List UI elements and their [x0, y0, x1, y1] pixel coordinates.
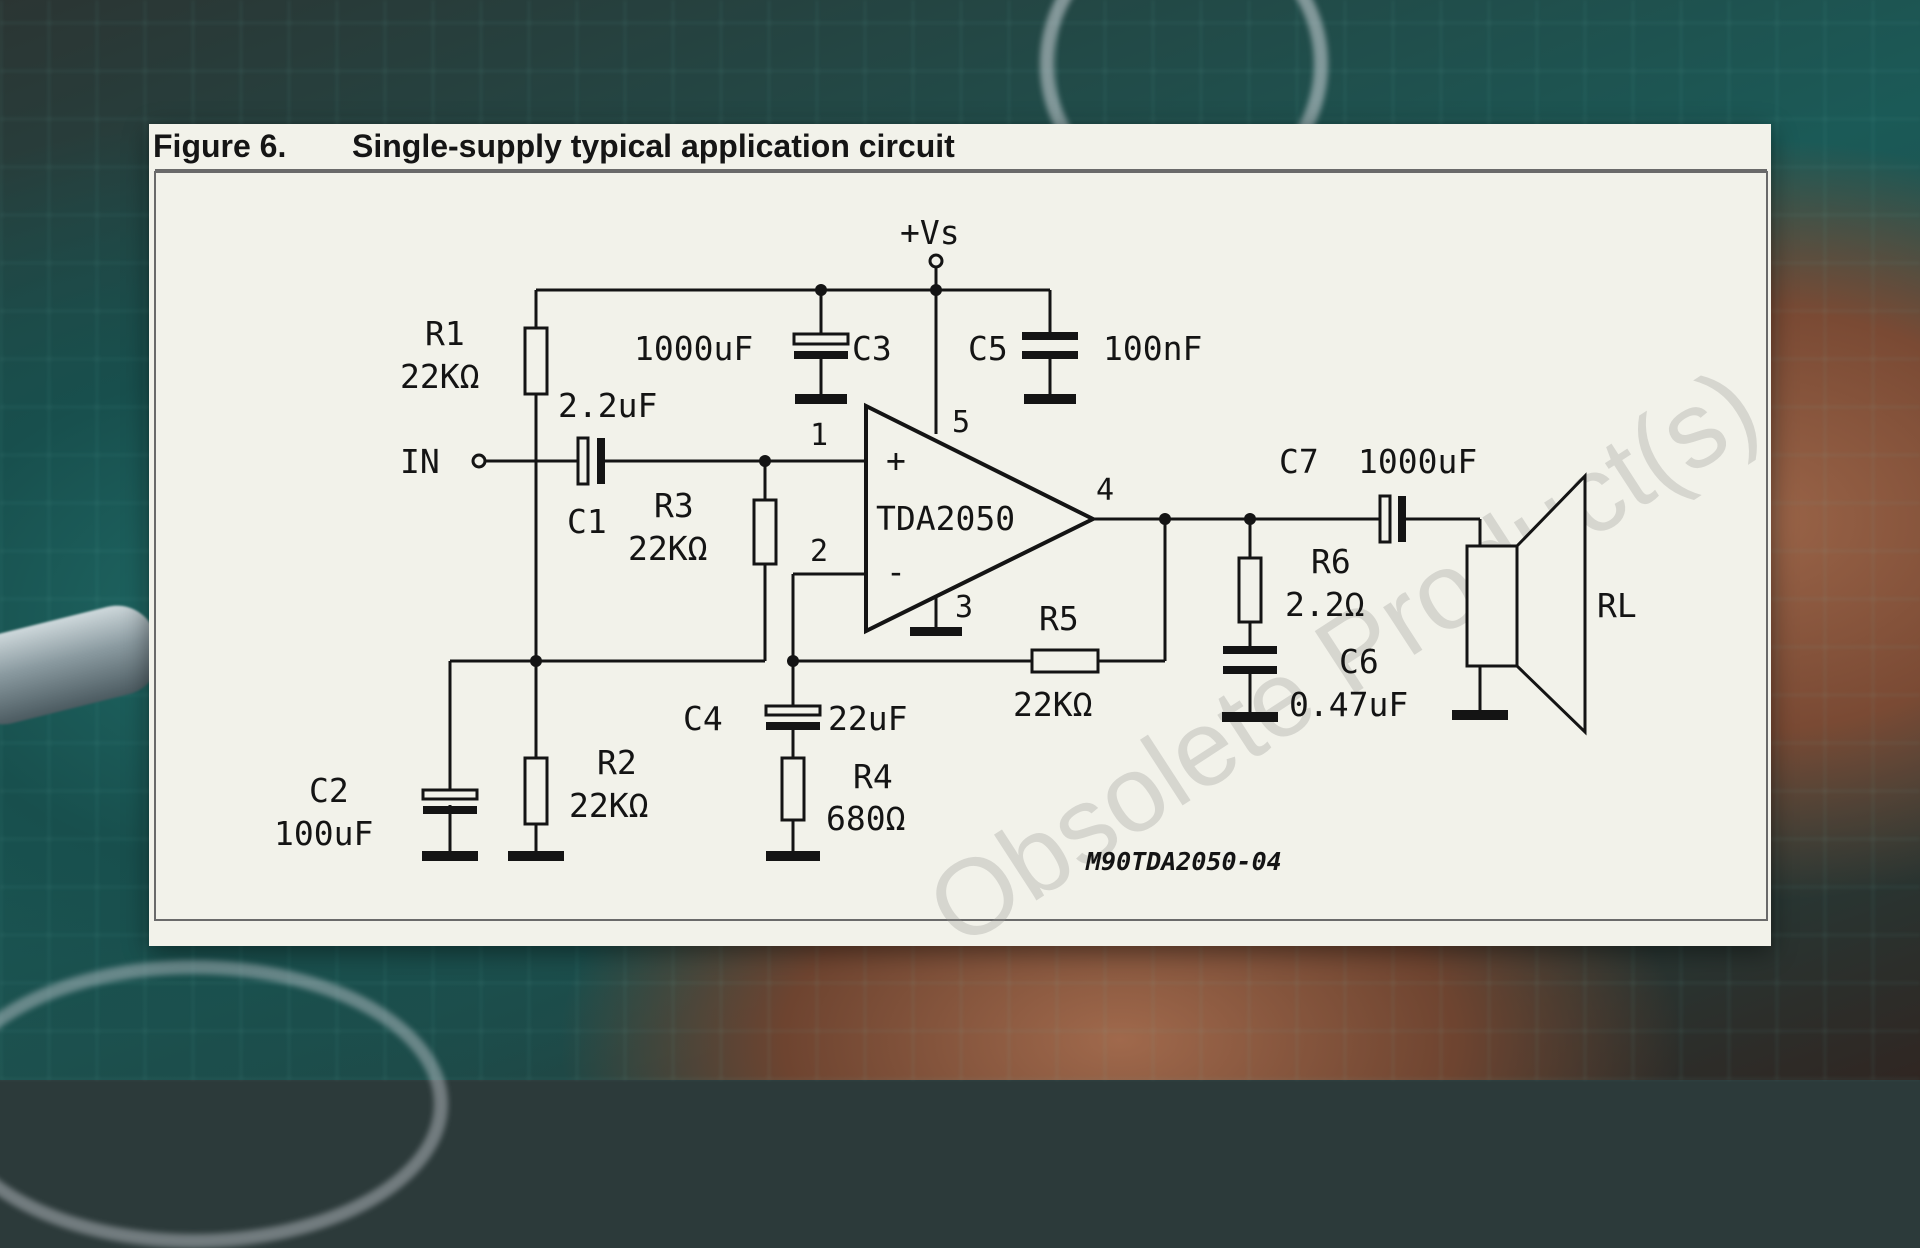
pin-3-label: 3: [955, 590, 973, 625]
c3-value: 1000uF: [634, 329, 753, 368]
input-terminal: [471, 453, 487, 469]
c7-name: C7: [1279, 442, 1319, 481]
r5-name: R5: [1039, 599, 1079, 638]
c2-name: C2: [309, 771, 349, 810]
pin-1-label: 1: [810, 418, 828, 453]
r6-value: 2.2Ω: [1285, 585, 1364, 624]
r3-name: R3: [654, 486, 694, 525]
capacitor-c4: [764, 704, 822, 730]
schematic-diagram: Obsolete Product(s): [154, 169, 1778, 969]
diagram-frame: [154, 171, 1768, 921]
resistor-r2: [523, 756, 549, 826]
c1-value: 2.2uF: [558, 386, 657, 425]
plus-input-label: +: [886, 441, 906, 480]
figure-number: Figure 6.: [153, 128, 287, 164]
r5-value: 22KΩ: [1013, 685, 1092, 724]
load-label: RL: [1597, 586, 1637, 625]
wires: [448, 262, 1482, 852]
c6-name: C6: [1339, 642, 1379, 681]
capacitor-c6: [1223, 646, 1277, 674]
vs-terminal: [928, 253, 944, 269]
pin-4-label: 4: [1096, 473, 1114, 508]
r4-name: R4: [853, 757, 893, 796]
vs-label: +Vs: [900, 213, 960, 252]
r4-value: 680Ω: [826, 799, 905, 838]
r3-value: 22KΩ: [628, 529, 707, 568]
c5-value: 100nF: [1103, 329, 1202, 368]
c1-name: C1: [567, 502, 607, 541]
c5-name: C5: [968, 329, 1008, 368]
amplifier-triangle: [864, 402, 1098, 635]
resistor-r1: [523, 326, 549, 396]
capacitor-c1: [576, 436, 605, 486]
figure-code: M90TDA2050-04: [1085, 847, 1282, 876]
junction-dots: [530, 284, 1256, 667]
pin-5-label: 5: [952, 405, 970, 440]
input-label: IN: [400, 442, 440, 481]
resistor-r4: [780, 756, 806, 822]
c7-value: 1000uF: [1358, 442, 1477, 481]
speaker-icon: [1465, 472, 1587, 736]
capacitor-c3: [792, 332, 850, 359]
c3-name: C3: [852, 329, 892, 368]
c4-value: 22uF: [828, 699, 907, 738]
minus-input-label: -: [886, 552, 906, 591]
resistor-r3: [752, 498, 778, 566]
capacitor-c5: [1022, 332, 1078, 359]
pin-2-label: 2: [810, 534, 828, 569]
c2-value: 100uF: [274, 814, 373, 853]
r2-name: R2: [597, 743, 637, 782]
r1-value: 22KΩ: [400, 357, 479, 396]
capacitor-c2: [421, 788, 479, 814]
capacitor-c7: [1378, 494, 1406, 544]
figure-title: Single-supply typical application circui…: [352, 128, 955, 164]
resistor-r5: [1030, 648, 1100, 674]
ground-symbols: [422, 394, 1508, 861]
resistor-r6: [1237, 556, 1263, 624]
r6-name: R6: [1311, 542, 1351, 581]
c4-name: C4: [683, 699, 723, 738]
ic-label: TDA2050: [876, 499, 1015, 538]
r2-value: 22KΩ: [569, 786, 648, 825]
r1-name: R1: [425, 314, 465, 353]
c6-value: 0.47uF: [1289, 685, 1408, 724]
